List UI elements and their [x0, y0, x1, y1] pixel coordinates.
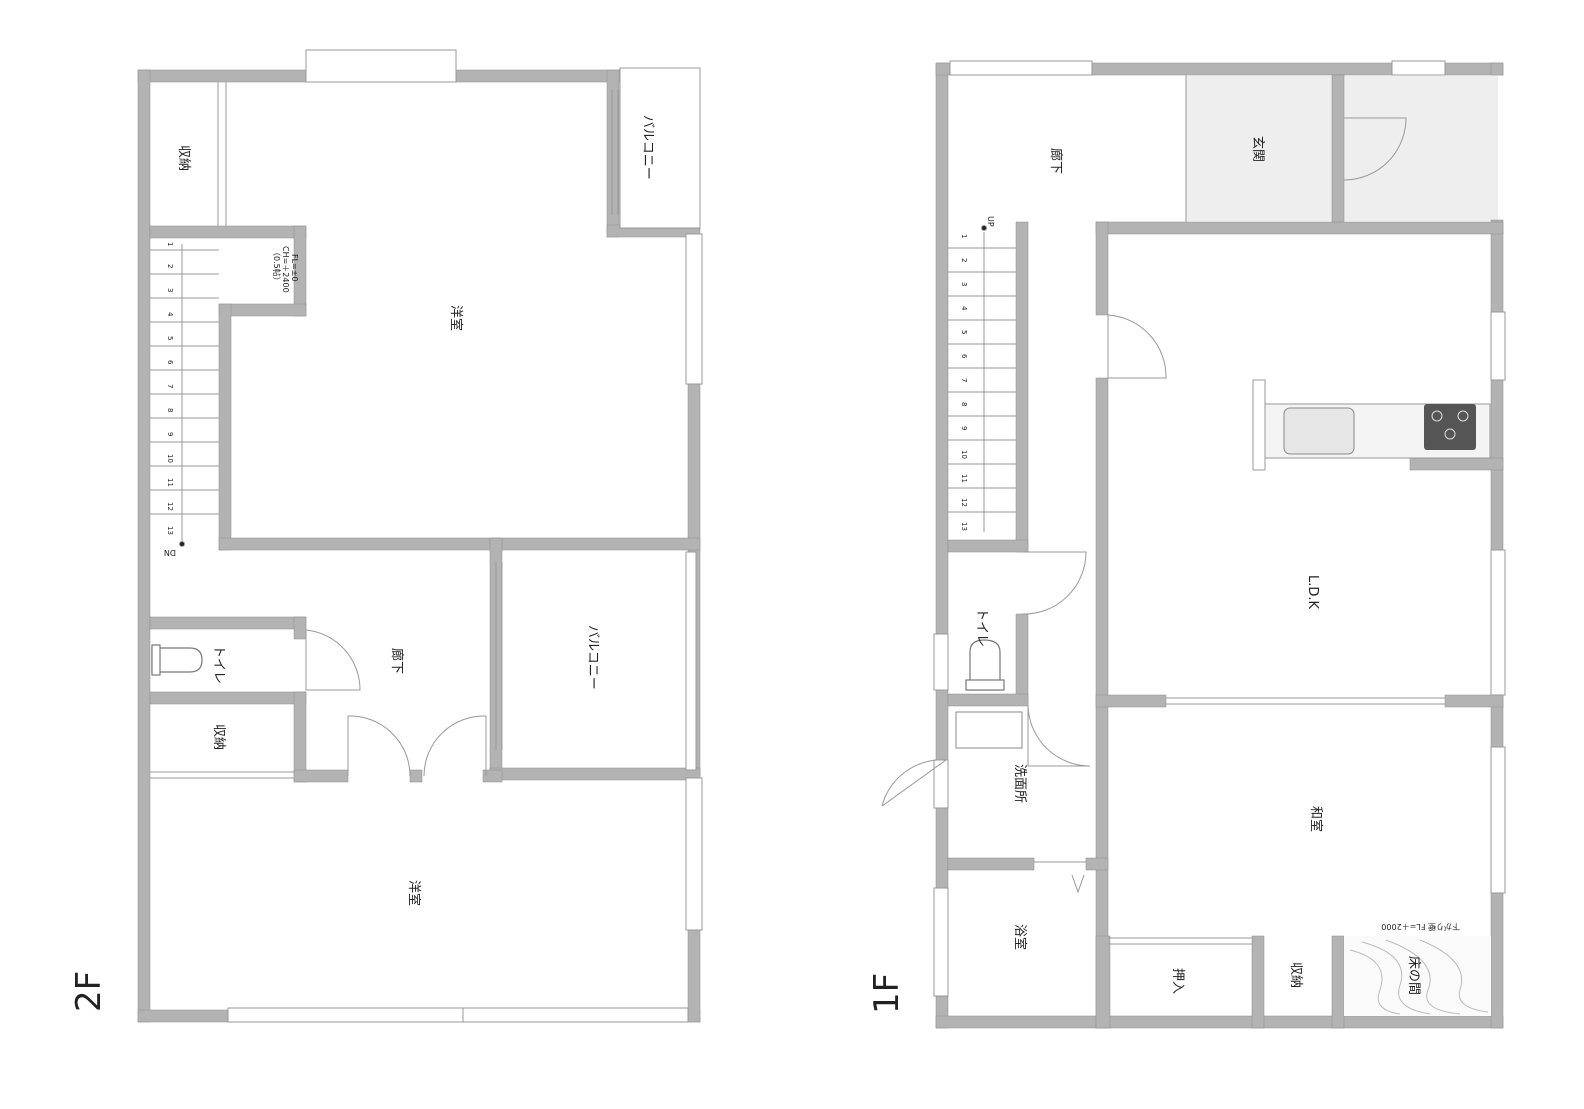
washbasin-icon [955, 711, 1023, 749]
room-label-japanese-room: 和室 [1308, 806, 1324, 832]
floor-label-1f: 1F [867, 973, 907, 1014]
stair-closet-note-3: FL=±0 [290, 254, 299, 282]
stair-number: 7 [960, 378, 968, 382]
floor-label-2f: 2F [69, 971, 109, 1012]
stair-number: 10 [166, 454, 174, 463]
stair-number: 4 [166, 312, 174, 317]
stair-number: 10 [960, 450, 968, 459]
stair-number: 3 [166, 288, 174, 292]
stair-number: 5 [166, 336, 174, 340]
stair-number: 11 [166, 478, 174, 487]
room-label-toilet-1f: トイレ [974, 608, 989, 647]
room-label-entrance: 玄関 [1250, 136, 1265, 162]
room-label-balcony-mid: バルコニー [585, 625, 600, 690]
stair-number: 8 [166, 408, 174, 412]
stair-number: 6 [960, 354, 968, 359]
room-label-bath: 浴室 [1012, 924, 1028, 950]
stair-closet-note-2: CH=＋2400 [281, 246, 290, 293]
room-label-storage-mid: 収納 [211, 724, 226, 750]
stair-number: 12 [960, 498, 968, 507]
toilet-fixture-2f [151, 644, 203, 676]
stair-number: 7 [166, 384, 174, 388]
room-label-toilet-2f: トイレ [211, 645, 226, 684]
stair-up-label: UP [986, 216, 995, 227]
doors-2f [150, 82, 619, 779]
room-label-storage-1f: 収納 [1288, 962, 1303, 988]
stair-number: 2 [166, 264, 174, 268]
sink-icon [1283, 407, 1355, 455]
stair-numbers-2f: 1 2 3 4 5 6 7 8 9 10 11 12 13 [166, 242, 174, 535]
floor-plan-1f: 1 2 3 4 5 6 7 8 9 10 11 12 13 [867, 60, 1506, 1029]
stair-dn-label: DN [164, 548, 176, 557]
stair-number: 6 [166, 360, 174, 365]
kitchen-counter [1252, 379, 1491, 471]
stair-number: 11 [960, 474, 968, 483]
windows-2f [227, 49, 703, 1023]
stair-1f [948, 225, 1016, 532]
stove-icon [1424, 404, 1476, 450]
floor-plan-2f: 1 2 3 4 5 6 7 8 9 10 11 12 13 収納 バルコニー 洋… [69, 49, 703, 1023]
stair-numbers-1f: 1 2 3 4 5 6 7 8 9 10 11 12 13 [960, 234, 968, 531]
stair-number: 2 [960, 258, 968, 262]
tokonoma-wood-grain [1344, 936, 1491, 1016]
lowered-ceiling-note: 下がり壁 FL=＋2000 [1381, 922, 1460, 932]
stair-number: 8 [960, 402, 968, 406]
stair-closet-note-1: （0.5帖） [272, 248, 282, 285]
room-label-hallway-1f: 廊下 [1048, 148, 1064, 174]
stair-number: 13 [960, 522, 968, 531]
room-label-western-room-bottom: 洋室 [406, 880, 422, 906]
stair-number: 5 [960, 330, 968, 334]
stair-number: 9 [960, 426, 968, 430]
stair-number: 9 [166, 432, 174, 436]
stair-2f [150, 244, 219, 547]
stair-number: 3 [960, 282, 968, 286]
room-label-washroom: 洗面所 [1012, 764, 1027, 803]
stair-number: 1 [166, 242, 174, 246]
stair-number: 13 [166, 526, 174, 535]
room-label-balcony-top: バルコニー [640, 115, 655, 180]
toilet-fixture-1f [965, 639, 1005, 691]
room-label-tokonoma: 床の間 [1406, 956, 1421, 995]
room-label-oshiire: 押入 [1170, 968, 1185, 994]
doors-1f [881, 75, 1445, 945]
stair-number: 4 [960, 306, 968, 311]
room-label-hallway-2f: 廊下 [389, 648, 405, 674]
room-label-storage-top: 収納 [176, 145, 191, 171]
stair-number: 12 [166, 502, 174, 511]
room-label-western-room-top: 洋室 [448, 305, 464, 331]
windows-1f [933, 60, 1506, 997]
stair-number: 1 [960, 234, 968, 238]
room-label-ldk: L.D.K [1305, 575, 1320, 610]
